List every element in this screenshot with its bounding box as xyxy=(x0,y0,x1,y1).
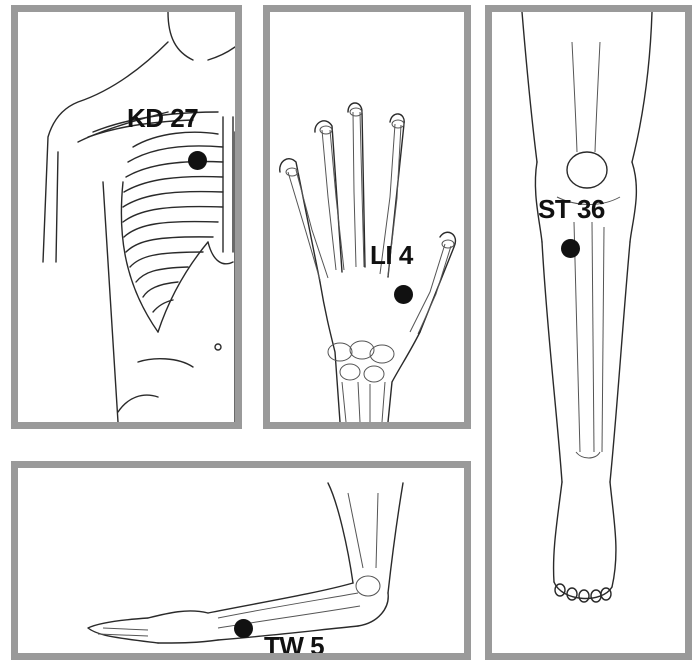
hand-illustration xyxy=(270,12,464,422)
leg-panel: ST 36 xyxy=(485,5,692,660)
forearm-panel: TW 5 xyxy=(11,461,471,660)
kd27-label: KD 27 xyxy=(127,103,198,134)
st36-point-marker xyxy=(561,239,580,258)
li4-point-marker xyxy=(394,285,413,304)
hand-panel: LI 4 xyxy=(263,5,471,429)
tw5-label: TW 5 xyxy=(264,631,324,660)
chest-panel: KD 27 xyxy=(11,5,242,429)
li4-label: LI 4 xyxy=(370,240,413,271)
hand-bones xyxy=(280,103,456,422)
leg-illustration xyxy=(492,12,685,653)
leg-bones xyxy=(522,12,652,602)
st36-label: ST 36 xyxy=(538,194,605,225)
tw5-point-marker xyxy=(234,619,253,638)
ribcage xyxy=(121,132,223,332)
kd27-point-marker xyxy=(188,151,207,170)
chest-illustration xyxy=(18,12,235,422)
